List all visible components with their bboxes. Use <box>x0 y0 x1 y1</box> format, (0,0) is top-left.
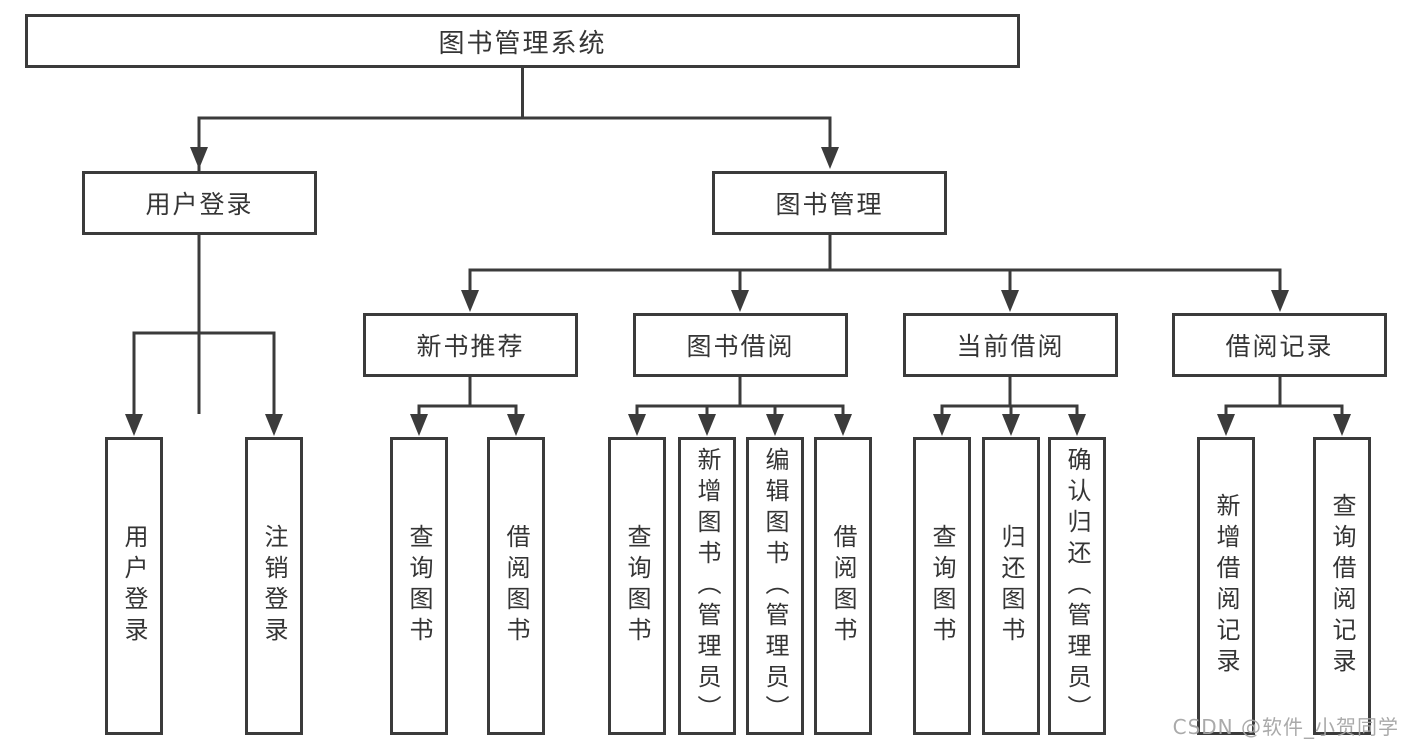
node-borrow-records-label: 借阅记录 <box>1225 332 1334 361</box>
leaf-borrow-books: 借阅图书 <box>814 437 872 735</box>
arrow-leaf-query-borrow <box>628 414 646 436</box>
node-user-login: 用户登录 <box>82 171 317 235</box>
leaf-edit-books-admin: 编辑图书（管理员） <box>746 437 804 735</box>
arrow-book-mgmt <box>821 147 839 169</box>
arrow-leaf-borrow-recommend <box>507 414 525 436</box>
connector-borrow-records <box>1224 377 1344 416</box>
leaf-confirm-return-admin-label: 确认归还（管理员） <box>1063 446 1091 726</box>
leaf-user-login: 用户登录 <box>105 437 163 735</box>
node-current-borrow: 当前借阅 <box>903 313 1118 377</box>
connector-book-borrow <box>635 377 845 416</box>
node-user-login-label: 用户登录 <box>145 190 254 219</box>
arrow-book-borrow <box>731 290 749 312</box>
node-root: 图书管理系统 <box>25 14 1020 68</box>
leaf-add-borrow-record: 新增借阅记录 <box>1197 437 1255 735</box>
leaf-logout: 注销登录 <box>245 437 303 735</box>
arrow-leaf-edit-books <box>766 414 784 436</box>
connector-new-books <box>417 377 518 416</box>
leaf-query-borrow-record: 查询借阅记录 <box>1313 437 1371 735</box>
arrow-leaf-query-recommend <box>410 414 428 436</box>
arrow-leaf-add-record <box>1217 414 1235 436</box>
node-new-book-recommend: 新书推荐 <box>363 313 578 377</box>
node-borrow-records: 借阅记录 <box>1172 313 1387 377</box>
arrow-new-books <box>461 290 479 312</box>
arrow-leaf-user-login <box>125 414 143 436</box>
node-root-label: 图书管理系统 <box>438 28 607 59</box>
node-book-management: 图书管理 <box>712 171 947 235</box>
arrow-leaf-borrow-books <box>834 414 852 436</box>
arrow-leaf-add-books <box>698 414 716 436</box>
connector-user-login <box>132 235 276 414</box>
leaf-query-borrow-record-label: 查询借阅记录 <box>1328 493 1356 679</box>
arrow-borrow-records <box>1271 290 1289 312</box>
leaf-borrow-books-recommend: 借阅图书 <box>487 437 545 735</box>
connector-book-mgmt <box>468 235 1282 294</box>
leaf-add-books-admin: 新增图书（管理员） <box>678 437 736 735</box>
leaf-logout-label: 注销登录 <box>260 524 288 648</box>
arrow-leaf-confirm-return <box>1068 414 1086 436</box>
leaf-query-books-current-label: 查询图书 <box>928 524 956 648</box>
connector-current-borrow <box>940 377 1079 416</box>
arrow-leaf-query-current <box>933 414 951 436</box>
leaf-add-books-admin-label: 新增图书（管理员） <box>693 446 721 726</box>
leaf-return-books-label: 归还图书 <box>997 524 1025 648</box>
arrow-user-login <box>190 147 208 169</box>
node-book-management-label: 图书管理 <box>775 190 884 219</box>
arrow-leaf-return-books <box>1002 414 1020 436</box>
leaf-confirm-return-admin: 确认归还（管理员） <box>1048 437 1106 735</box>
node-book-borrow: 图书借阅 <box>633 313 848 377</box>
node-book-borrow-label: 图书借阅 <box>686 332 795 361</box>
leaf-query-books-borrow: 查询图书 <box>608 437 666 735</box>
leaf-user-login-label: 用户登录 <box>120 524 148 648</box>
node-current-borrow-label: 当前借阅 <box>956 332 1065 361</box>
connector-root-stubs <box>197 118 832 152</box>
leaf-borrow-books-recommend-label: 借阅图书 <box>502 524 530 648</box>
leaf-borrow-books-label: 借阅图书 <box>829 524 857 648</box>
leaf-query-books-current: 查询图书 <box>913 437 971 735</box>
leaf-edit-books-admin-label: 编辑图书（管理员） <box>761 446 789 726</box>
arrow-leaf-query-record <box>1333 414 1351 436</box>
leaf-query-books-recommend: 查询图书 <box>390 437 448 735</box>
node-new-book-recommend-label: 新书推荐 <box>416 332 525 361</box>
csdn-watermark: CSDN @软件_小贺同学 <box>1172 715 1399 739</box>
arrow-current-borrow <box>1001 290 1019 312</box>
leaf-query-books-borrow-label: 查询图书 <box>623 524 651 648</box>
arrow-leaf-logout <box>265 414 283 436</box>
leaf-add-borrow-record-label: 新增借阅记录 <box>1212 493 1240 679</box>
leaf-query-books-recommend-label: 查询图书 <box>405 524 433 648</box>
leaf-return-books: 归还图书 <box>982 437 1040 735</box>
